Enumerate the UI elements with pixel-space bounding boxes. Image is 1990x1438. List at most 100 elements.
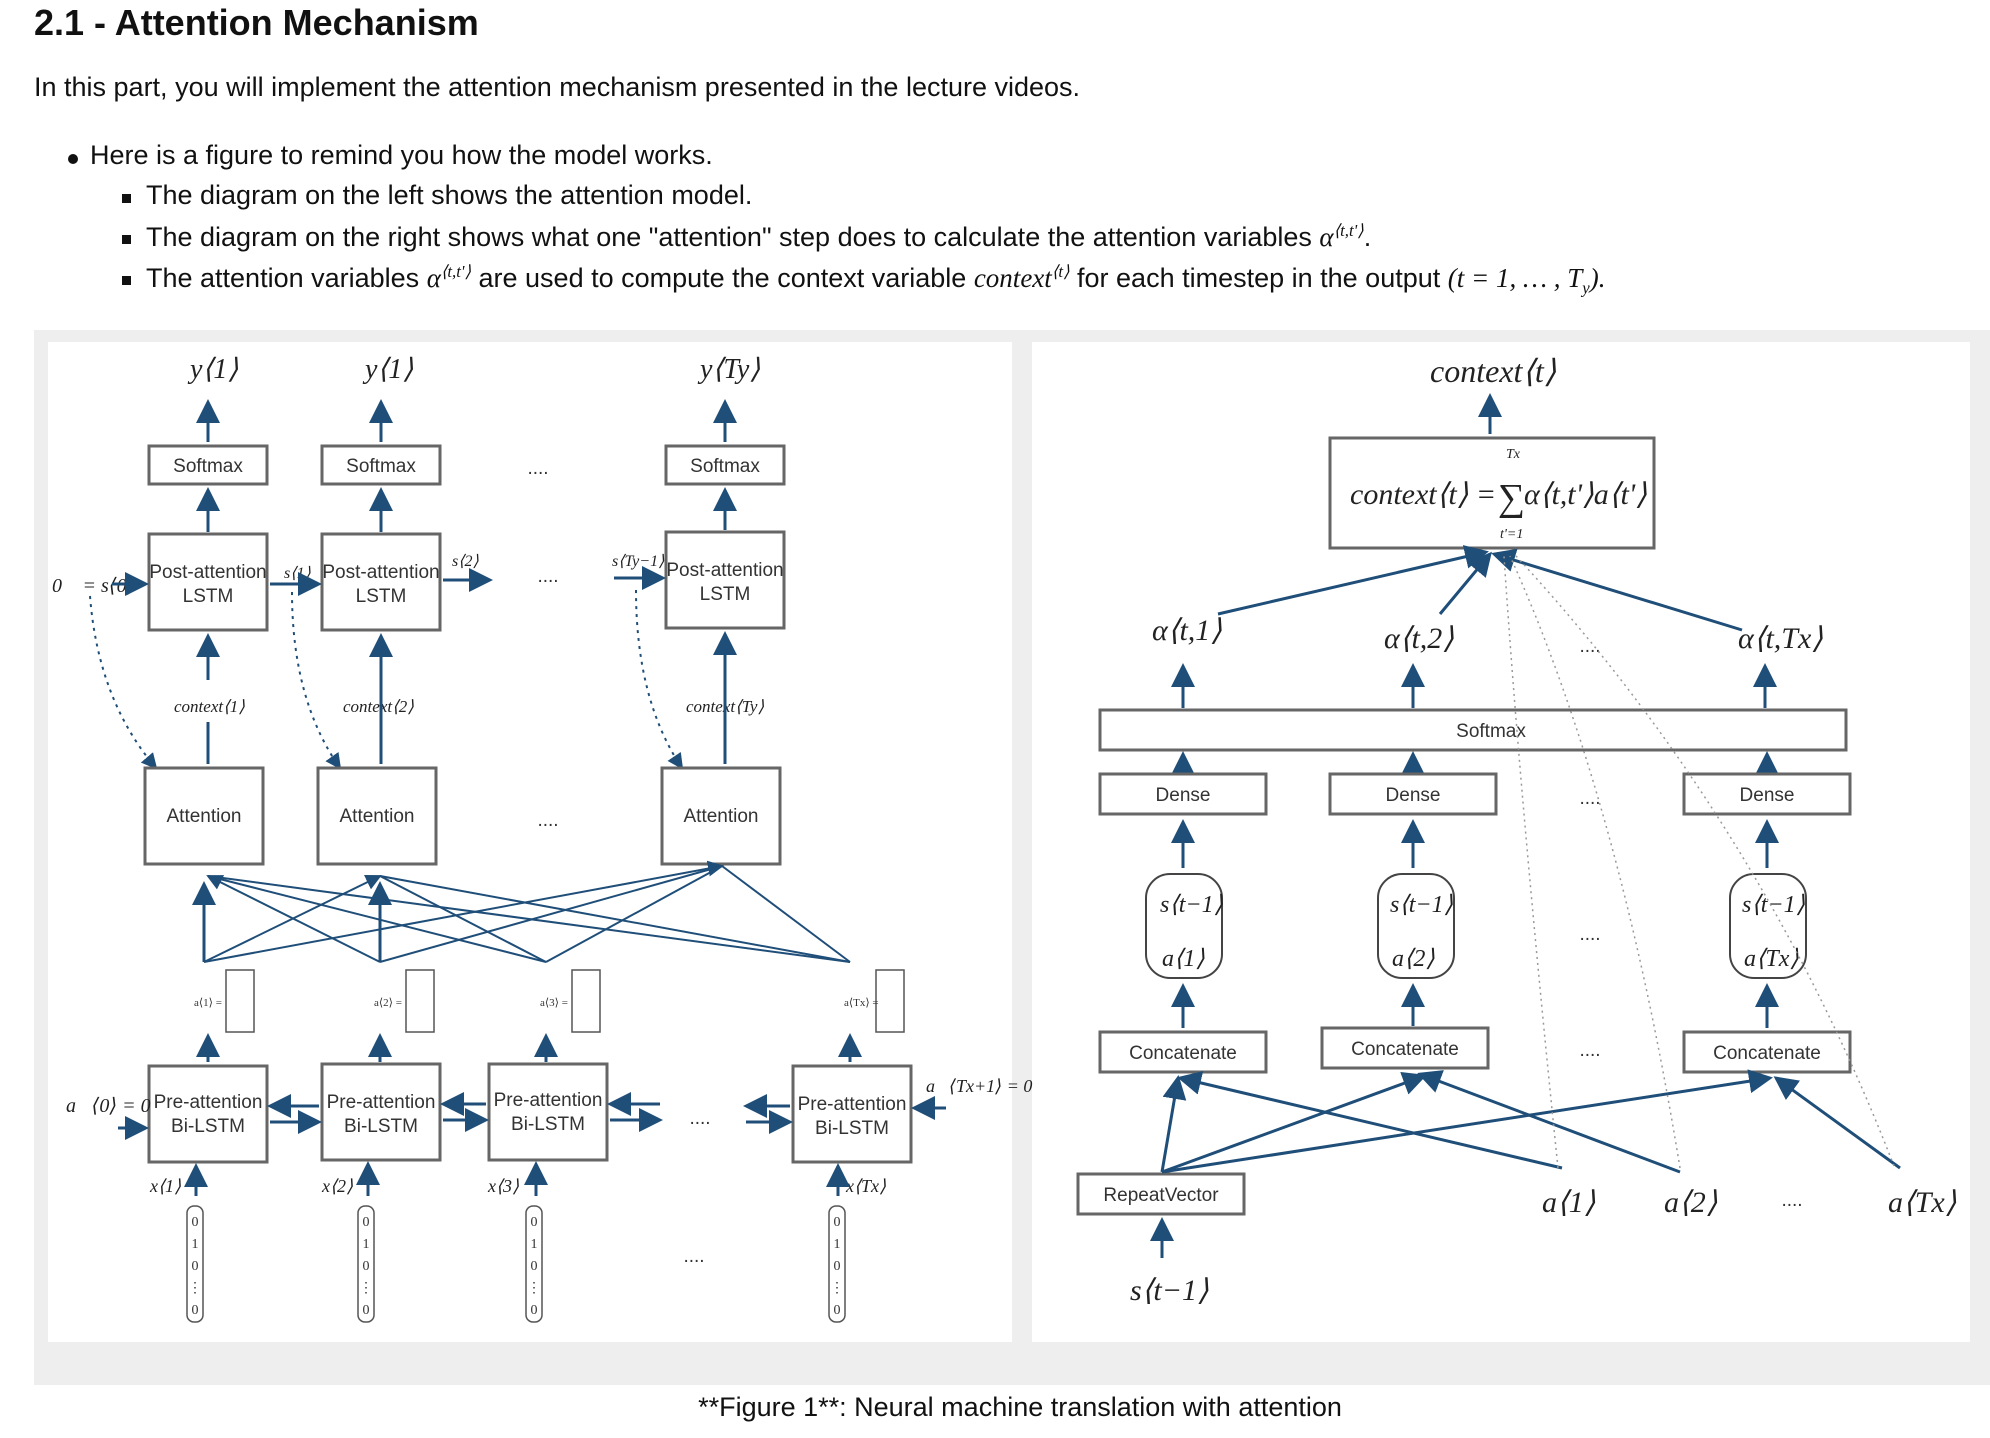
context-formula-box [1328,436,1656,550]
s-ty-1-label: s⟨Ty−1⟩ [612,553,665,570]
one-hot-digit: 0 [531,1303,538,1318]
bullet-text: for each timestep in the output [1077,263,1441,293]
ellipsis: .... [1781,1190,1802,1211]
y1-label: y⟨1⟩ [187,354,238,385]
y2-label: y⟨1⟩ [362,354,413,385]
softmax-label: Softmax [173,456,243,477]
stack-s-label: s⟨t−1⟩ [1390,892,1454,918]
s-prev-label: s⟨t−1⟩ [1130,1274,1209,1307]
stack-a-label: a⟨Tx⟩ [1744,946,1799,972]
dense-box [1098,772,1268,816]
one-hot-digit: 0 [192,1259,199,1274]
bullet-text: The attention variables [146,263,420,293]
concatenate-box [1682,1030,1852,1074]
one-hot-digit: 0 [531,1259,538,1274]
box-label: Bi-LSTM [344,1116,418,1137]
softmax-box [664,444,786,486]
softmax-box [1098,708,1848,752]
concatenate-label: Concatenate [1713,1043,1821,1064]
a-vector-label: a⟨Tx⟩ = [844,997,879,1009]
attention-box [316,766,438,866]
ellipsis: .... [1579,636,1600,657]
softmax-label: Softmax [346,456,416,477]
bullet-square [122,194,131,203]
a-tx1-label: a⃖⟨Tx+1⟩ = 0⃗ [926,1076,1046,1096]
dense-label: Dense [1740,785,1795,806]
box-label: LSTM [700,584,751,605]
context-output-label: context⟨t⟩ [1430,353,1557,389]
a2-input-label: a⟨2⟩ [1664,1186,1718,1219]
one-hot-digit: 0 [363,1259,370,1274]
attention-box [660,766,782,866]
dense-label: Dense [1386,785,1441,806]
alpha-tx-label: α⟨t,Tx⟩ [1738,622,1823,655]
box-label: Bi-LSTM [815,1118,889,1139]
post-attention-lstm-box [147,532,269,632]
box-label: Bi-LSTM [171,1116,245,1137]
repeat-vector-label: RepeatVector [1103,1185,1219,1206]
stack-a-label: a⟨2⟩ [1392,946,1435,972]
one-hot-digit: 1 [531,1237,538,1252]
concatenate-label: Concatenate [1129,1043,1237,1064]
pre-attention-bilstm-box [147,1064,269,1164]
one-hot-digit: 0 [531,1215,538,1230]
a1-input-label: a⟨1⟩ [1542,1186,1596,1219]
one-hot-digit: 0 [192,1303,199,1318]
formula-sum: ∑ [1498,477,1525,519]
ellipsis: .... [1579,1040,1600,1061]
a-vector-column: a⟨1⟩ = a⟨2⟩ = a⟨3⟩ = a⟨Tx⟩ = [194,969,905,1033]
bullet-dot [68,154,78,164]
softmax-label: Softmax [690,456,760,477]
timestep-range: (t = 1, … , Ty). [1447,263,1606,298]
post-attention-lstm-box [664,530,786,630]
stack-s-label: s⟨t−1⟩ [1160,892,1224,918]
ellipsis: .... [1579,924,1600,945]
one-hot-vectors [186,1205,846,1323]
repeat-vector-box [1076,1172,1246,1216]
dense-label: Dense [1156,785,1211,806]
box-label: LSTM [356,586,407,607]
alpha-symbol: α⟨t,t'⟩ [426,262,471,293]
pre-attention-bilstm-box [487,1062,609,1162]
s0-label: 0⃗ = s⟨0⟩ [52,575,134,597]
bullet-left-diagram: The diagram on the left shows the attent… [146,180,753,210]
box-label: Pre-attention [327,1092,436,1113]
box-label: Post-attention [666,560,783,581]
bullet-square [122,235,131,244]
bullet-right-diagram: The diagram on the right shows what one … [146,221,1372,252]
stacked-vector: s⟨t−1⟩ a⟨1⟩ [1145,873,1224,979]
figure-caption: **Figure 1**: Neural machine translation… [698,1392,1342,1422]
box-label: Pre-attention [154,1092,263,1113]
s1-label: s⟨1⟩ [284,565,311,582]
ellipsis: .... [1579,788,1600,809]
attention-label: Attention [684,806,759,827]
one-hot-digit: 1 [192,1237,199,1252]
right-attention-step: context⟨t⟩ context⟨t⟩ = ∑ Tx t'=1 α⟨t,t'… [1076,353,1957,1307]
formula-lower: t'=1 [1500,527,1523,542]
concatenate-box [1098,1030,1268,1074]
one-hot-digit: ⋮ [359,1281,373,1296]
box-label: Pre-attention [494,1090,603,1111]
stacked-vector: s⟨t−1⟩ a⟨Tx⟩ [1729,873,1807,979]
concatenate-box [1320,1026,1490,1070]
intro-paragraph: In this part, you will implement the att… [34,72,1081,102]
a-tx-input-label: a⟨Tx⟩ [1888,1186,1957,1219]
box-label: Bi-LSTM [511,1114,585,1135]
softmax-box [147,444,269,486]
bullet-figure-reminder: Here is a figure to remind you how the m… [90,140,713,170]
one-hot-digit: 0 [834,1215,841,1230]
concatenate-label: Concatenate [1351,1039,1459,1060]
box-label: Post-attention [322,562,439,583]
s2-label: s⟨2⟩ [452,553,479,570]
context2-label: context⟨2⟩ [343,697,414,716]
attention-label: Attention [167,806,242,827]
stack-s-label: s⟨t−1⟩ [1742,892,1806,918]
ellipsis: .... [527,458,548,479]
one-hot-digit: ⋮ [527,1281,541,1296]
bullet-text: The diagram on the right shows what one … [146,222,1312,252]
attention-label: Attention [340,806,415,827]
left-attention-model: y⟨1⟩ y⟨1⟩ y⟨Ty⟩ Softmax Softmax Softmax … [52,354,1046,1323]
context1-label: context⟨1⟩ [174,697,245,716]
bullet-attention-variables: The attention variables α⟨t,t'⟩ are used… [146,261,1605,298]
